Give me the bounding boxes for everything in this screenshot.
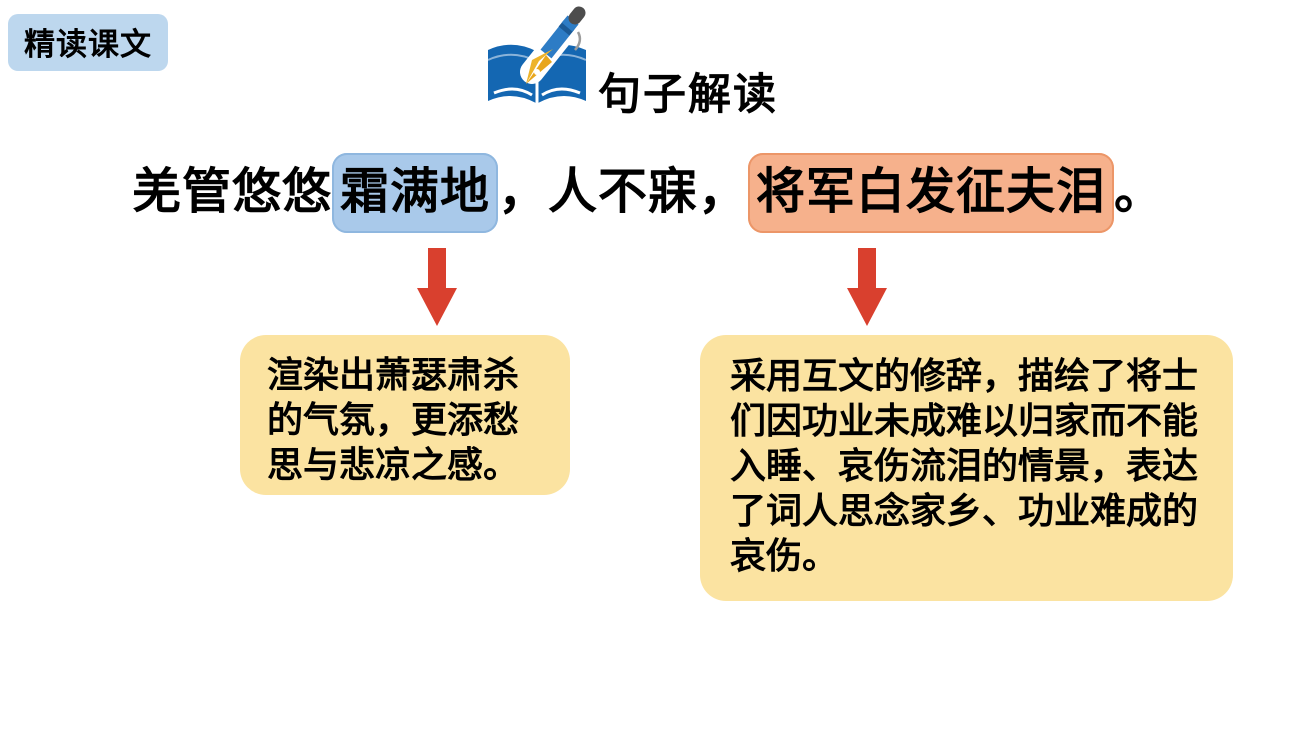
annotation-left: 渲染出萧瑟肃杀 的气氛，更添愁 思与悲凉之感。 <box>240 335 570 495</box>
highlight-frost-phrase: 霜满地 <box>331 153 498 233</box>
down-arrow-icon <box>417 248 457 326</box>
sentence-middle: ，人不寐， <box>497 165 748 219</box>
highlight-general-phrase: 将军白发征夫泪 <box>748 153 1115 233</box>
sentence-prefix: 羌管悠悠 <box>131 165 332 219</box>
poem-sentence: 羌管悠悠霜满地，人不寐，将军白发征夫泪。 <box>0 152 1296 233</box>
book-pen-icon <box>487 6 587 103</box>
down-arrow-icon <box>847 248 887 326</box>
section-title: 句子解读 <box>598 71 778 119</box>
lesson-section-badge: 精读课文 <box>8 14 168 71</box>
annotation-right: 采用互文的修辞，描绘了将士 们因功业未成难以归家而不能 入睡、哀伤流泪的情景，表… <box>700 335 1233 601</box>
sentence-period: 。 <box>1114 165 1165 219</box>
